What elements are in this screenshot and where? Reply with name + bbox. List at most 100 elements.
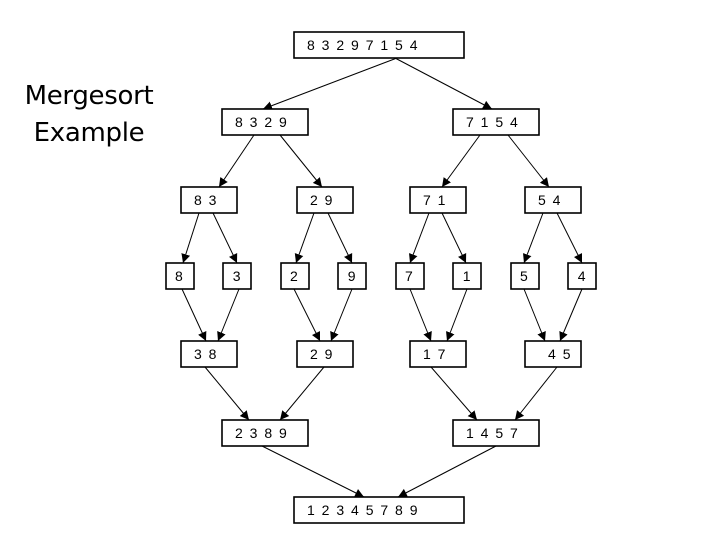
edge-n19-n21 <box>261 445 365 498</box>
edge-n11-n17 <box>409 288 432 342</box>
node-box <box>510 262 540 290</box>
node-n7: 8 <box>165 262 195 290</box>
node-label: 1 7 <box>423 346 447 362</box>
node-n2: 7 1 5 4 <box>452 108 540 136</box>
node-label: 8 3 2 9 7 1 5 4 <box>307 37 419 53</box>
node-n20: 1 4 5 7 <box>452 419 540 447</box>
node-label: 5 4 <box>538 192 562 208</box>
edge-n5-n12 <box>441 212 467 264</box>
node-label: 4 <box>578 268 587 284</box>
node-label: 2 <box>290 268 299 284</box>
node-box <box>524 340 582 368</box>
node-box <box>222 262 252 290</box>
node-label: 3 <box>233 268 242 284</box>
edge-n2-n6 <box>507 134 550 188</box>
node-n1: 8 3 2 9 <box>221 108 309 136</box>
node-n16: 2 9 <box>296 340 354 368</box>
node-box <box>165 262 195 290</box>
edge-n8-n15 <box>217 288 240 342</box>
node-label: 8 3 2 9 <box>235 114 288 130</box>
edge-n16-n19 <box>279 366 325 421</box>
edge-n9-n16 <box>293 288 321 342</box>
node-box <box>409 186 467 214</box>
node-n19: 2 3 8 9 <box>221 419 309 447</box>
edge-n10-n16 <box>330 288 353 342</box>
node-box <box>524 186 582 214</box>
node-label: 4 5 <box>548 346 572 362</box>
node-n14: 4 <box>567 262 597 290</box>
node-label: 5 <box>520 268 529 284</box>
node-box <box>452 108 540 136</box>
edge-n15-n19 <box>204 366 250 421</box>
node-box <box>452 262 482 290</box>
node-n10: 9 <box>337 262 367 290</box>
node-n12: 1 <box>452 262 482 290</box>
node-box <box>221 108 309 136</box>
node-n15: 3 8 <box>180 340 238 368</box>
edge-n20-n21 <box>397 445 497 498</box>
node-label: 2 9 <box>310 192 334 208</box>
node-label: 3 8 <box>194 346 218 362</box>
node-n6: 5 4 <box>524 186 582 214</box>
node-label: 2 9 <box>310 346 334 362</box>
node-box <box>567 262 597 290</box>
edge-n5-n11 <box>408 212 430 264</box>
node-label: 1 4 5 7 <box>466 425 519 441</box>
title-line-2: Example <box>33 118 145 148</box>
node-box <box>395 262 425 290</box>
node-box <box>296 340 354 368</box>
node-n3: 8 3 <box>180 186 238 214</box>
node-label: 1 <box>463 268 472 284</box>
edge-layer <box>181 57 583 498</box>
node-label: 7 1 <box>423 192 447 208</box>
node-label: 8 <box>175 268 184 284</box>
node-box <box>296 186 354 214</box>
edge-n7-n15 <box>181 288 207 342</box>
node-n13: 5 <box>510 262 540 290</box>
node-n0: 8 3 2 9 7 1 5 4 <box>293 31 465 59</box>
edge-n18-n20 <box>514 366 558 421</box>
node-box <box>280 262 310 290</box>
node-label: 2 3 8 9 <box>235 425 288 441</box>
edge-n3-n7 <box>181 212 200 264</box>
edge-n17-n20 <box>430 366 478 421</box>
node-n17: 1 7 <box>409 340 467 368</box>
node-box <box>221 419 309 447</box>
node-label: 7 1 5 4 <box>466 114 519 130</box>
node-label: 7 <box>405 268 414 284</box>
edge-n0-n1 <box>262 57 398 111</box>
node-label: 1 2 3 4 5 7 8 9 <box>307 502 419 518</box>
edge-n0-n2 <box>394 57 493 110</box>
node-box <box>293 496 465 524</box>
node-box <box>180 340 238 368</box>
edge-n4-n9 <box>294 212 315 264</box>
edge-n6-n14 <box>556 212 583 264</box>
node-layer: 8 3 2 9 7 1 5 4 8 3 2 9 7 1 5 4 8 3 2 9 7 1 5 … <box>165 31 597 524</box>
edge-n1-n4 <box>279 134 323 188</box>
node-box <box>180 186 238 214</box>
edge-n3-n8 <box>212 212 238 264</box>
node-n8: 3 <box>222 262 252 290</box>
node-n5: 7 1 <box>409 186 467 214</box>
node-box <box>337 262 367 290</box>
node-box <box>409 340 467 368</box>
node-box <box>293 31 465 59</box>
title-line-1: Mergesort <box>24 81 154 111</box>
node-label: 9 <box>348 268 357 284</box>
edge-n4-n10 <box>327 212 353 264</box>
node-n11: 7 <box>395 262 425 290</box>
page-title: Mergesort Example <box>14 78 164 152</box>
node-n21: 1 2 3 4 5 7 8 9 <box>293 496 465 524</box>
edge-n14-n18 <box>559 288 583 342</box>
edge-n13-n18 <box>523 288 546 342</box>
node-n18: 4 5 <box>524 340 582 368</box>
node-n4: 2 9 <box>296 186 354 214</box>
edge-n12-n17 <box>446 288 468 342</box>
edge-n6-n13 <box>522 212 544 264</box>
node-box <box>452 419 540 447</box>
node-n9: 2 <box>280 262 310 290</box>
edge-n2-n5 <box>441 134 481 188</box>
edge-n1-n3 <box>218 134 255 188</box>
node-label: 8 3 <box>194 192 218 208</box>
